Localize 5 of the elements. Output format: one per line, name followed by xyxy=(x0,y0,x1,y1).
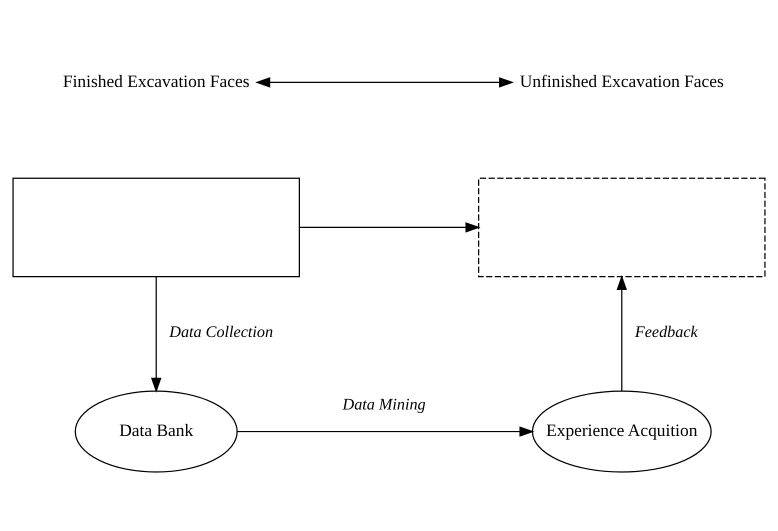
edge-label: Data Collection xyxy=(169,323,274,340)
edge-label: Feedback xyxy=(634,323,698,340)
node-text: Finished Excavation Faces xyxy=(62,70,250,90)
node-text: Unfinished Excavation Faces xyxy=(520,70,724,90)
edge-label: Data Mining xyxy=(342,396,426,414)
